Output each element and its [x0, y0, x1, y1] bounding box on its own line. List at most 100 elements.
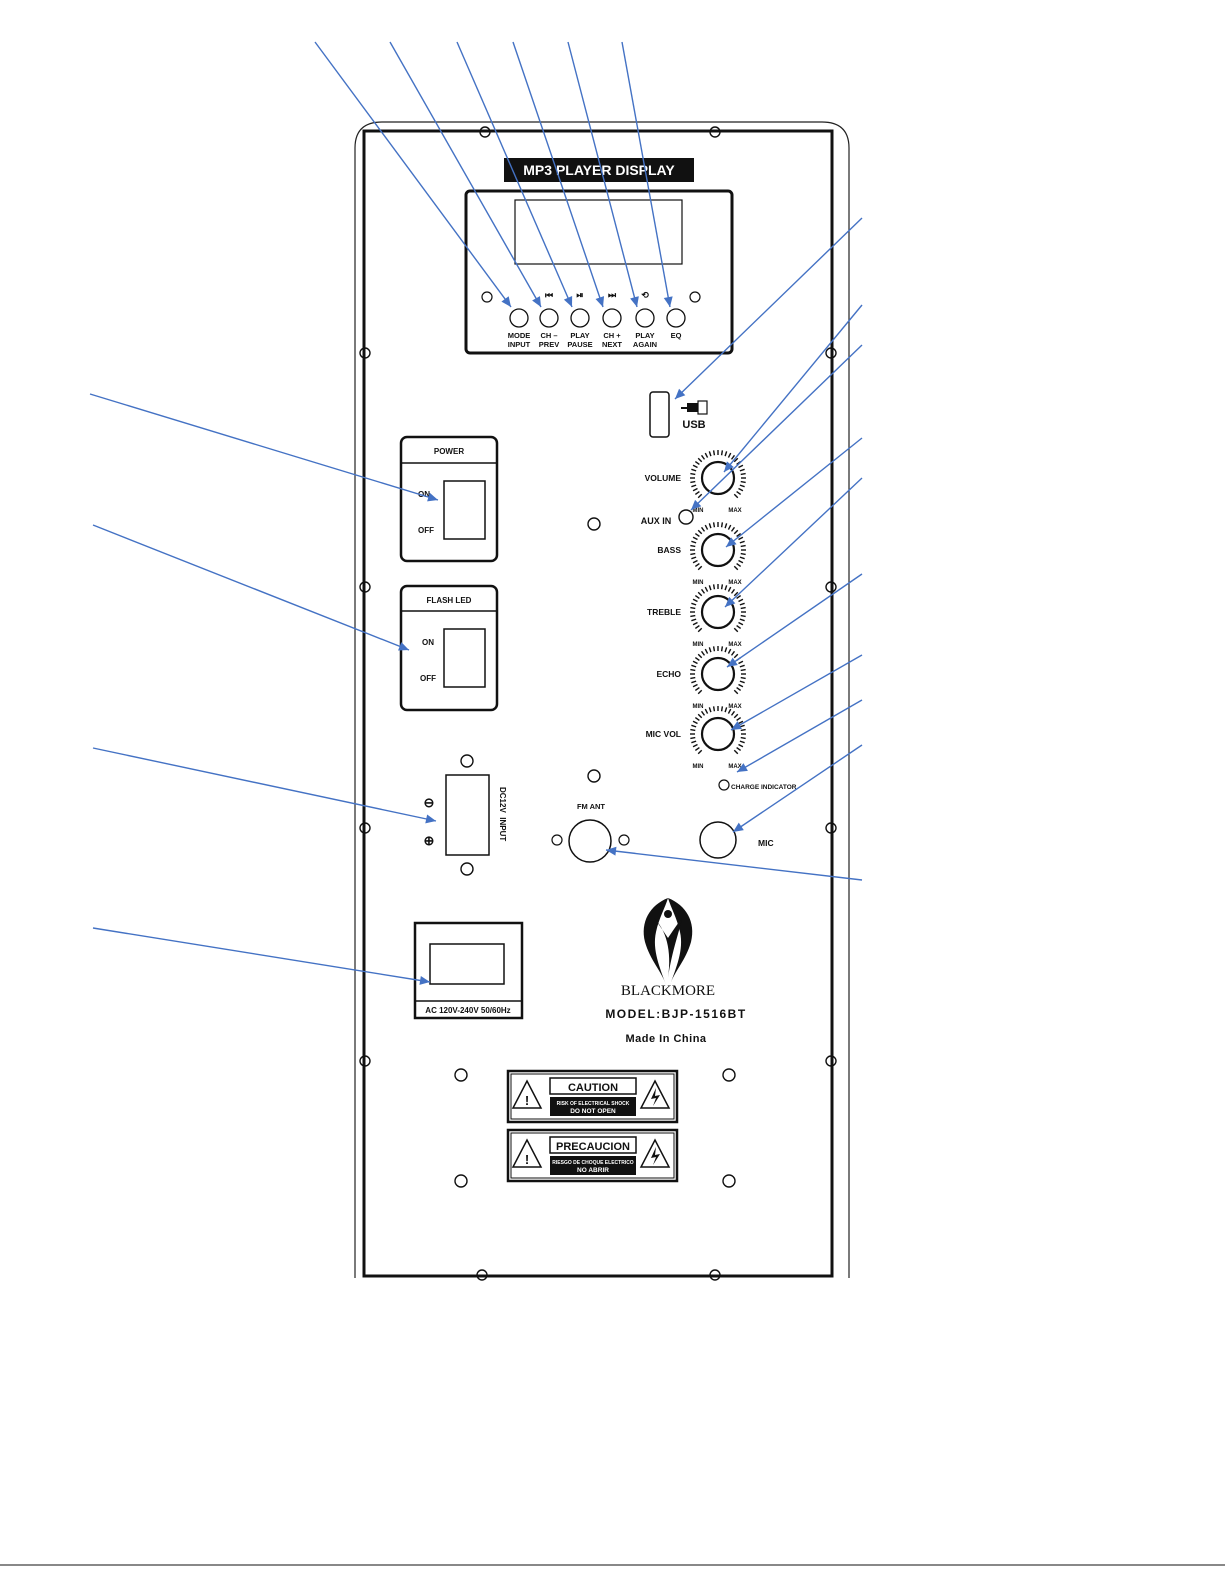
dc-minus-symbol: ⊖: [424, 795, 435, 810]
knob-max-label: MAX: [728, 764, 741, 770]
knob-scale-tick: [733, 529, 739, 535]
knob-scale-tick: [739, 484, 745, 488]
knob-scale-tick: [708, 647, 712, 653]
knob-scale-tick: [739, 680, 745, 684]
knob-scale-tick: [738, 660, 744, 665]
precaucion-title: PRECAUCION: [556, 1141, 630, 1153]
knob-scale-tick: [740, 614, 746, 618]
knob-scale-tick: [730, 710, 736, 716]
knob[interactable]: [700, 656, 736, 692]
callout-arrowhead: [725, 596, 736, 607]
callout-leader: [732, 744, 863, 833]
usb-label: USB: [682, 419, 705, 431]
dc-input-port[interactable]: [445, 774, 490, 856]
mp3-button[interactable]: [570, 308, 590, 328]
usb-port[interactable]: [649, 391, 670, 438]
callout-leader: [92, 524, 410, 651]
knob-scale-tick: [704, 708, 709, 714]
mp3-button-sublabel: AGAIN: [633, 340, 657, 349]
mp3-button-label: CH –: [540, 331, 557, 340]
dc-input-label: DC12V INPUT: [498, 787, 507, 841]
precaucion-line1: RIESGO DE CHOQUE ELECTRICO: [552, 1160, 634, 1166]
svg-text:!: !: [525, 1152, 529, 1167]
mp3-button[interactable]: [539, 308, 559, 328]
screw-hole: [359, 347, 371, 359]
mp3-module-frame: [464, 189, 734, 355]
knob-scale-tick: [692, 559, 698, 564]
knob-max-label: MAX: [728, 508, 741, 514]
knob-scale-tick: [738, 487, 744, 492]
mic-jack[interactable]: [699, 821, 737, 859]
callout-arrowhead: [675, 388, 686, 399]
dc-input-group: ⊖ ⊕ DC12V INPUT: [424, 754, 507, 876]
knob[interactable]: [700, 532, 736, 568]
knob-scale-tick: [738, 598, 744, 603]
mp3-button-label: CH +: [603, 331, 621, 340]
knob-max-label: MAX: [728, 580, 741, 586]
callout-leader: [314, 41, 512, 308]
aux-in-jack[interactable]: [678, 509, 694, 525]
callout-arrowhead: [630, 296, 639, 307]
mp3-button-sublabel: PREV: [539, 340, 559, 349]
flash-rocker[interactable]: [443, 628, 486, 688]
mp3-button[interactable]: [602, 308, 622, 328]
power-off-label: OFF: [418, 526, 434, 535]
knob-scale-tick: [738, 683, 744, 688]
knob-scale-tick: [724, 707, 728, 713]
callout-arrowhead: [691, 499, 702, 510]
knob-scale-tick: [739, 664, 745, 668]
power-switch-title: POWER: [434, 447, 464, 456]
indicator-led: [689, 291, 701, 303]
knob-max-label: MAX: [728, 704, 741, 710]
knob-scale-tick: [733, 653, 739, 659]
dc-plus-symbol: ⊕: [424, 833, 435, 848]
knob-scale-tick: [692, 598, 698, 603]
callout-arrowhead: [737, 763, 748, 772]
aux-in-group: AUX IN: [641, 509, 694, 526]
knob-min-label: MIN: [693, 642, 704, 648]
knob-scale-tick: [738, 743, 744, 748]
charge-indicator-led: [718, 779, 730, 791]
callout-leader: [736, 699, 863, 773]
ac-socket[interactable]: [429, 943, 505, 985]
knob-scale-tick: [740, 668, 746, 672]
ac-input-frame: [413, 921, 524, 1020]
knob-scale-tick: [740, 606, 746, 610]
mp3-button[interactable]: [509, 308, 529, 328]
callout-arrowhead: [595, 296, 605, 307]
power-rocker[interactable]: [443, 480, 486, 540]
knob-scale-tick: [727, 452, 732, 458]
warning-triangle-icon: [511, 1138, 543, 1168]
knob-scale-tick: [739, 740, 745, 744]
knob[interactable]: [700, 716, 736, 752]
screw-hole: [825, 581, 837, 593]
knob-scale-tick: [694, 532, 700, 538]
knob-scale-tick: [692, 683, 698, 688]
callout-arrowhead: [727, 657, 738, 667]
knob-scale-tick: [704, 524, 709, 530]
made-in: Made In China: [625, 1033, 706, 1045]
knob-scale-tick: [694, 624, 700, 630]
callout-arrowhead: [501, 296, 511, 307]
screw-hole: [359, 581, 371, 593]
knob-scale-tick: [690, 736, 696, 740]
callout-leader: [690, 344, 863, 511]
knob-scale-tick: [697, 653, 703, 659]
knob-scale-tick: [712, 646, 716, 652]
knob-scale-tick: [691, 740, 697, 744]
knob-label: MIC VOL: [646, 729, 681, 739]
knob-scale-tick: [738, 621, 744, 626]
knob-scale-tick: [740, 480, 746, 484]
fm-ant-jack[interactable]: [568, 819, 612, 863]
caution-line2: DO NOT OPEN: [570, 1108, 616, 1115]
callout-arrowhead: [563, 296, 573, 307]
knob-scale-tick: [740, 728, 746, 732]
knob[interactable]: [700, 594, 736, 630]
blackmore-logo: [643, 898, 693, 985]
mp3-button[interactable]: [635, 308, 655, 328]
mp3-button[interactable]: [666, 308, 686, 328]
knob-scale-tick: [736, 686, 742, 692]
screw-hole: [454, 1174, 468, 1188]
